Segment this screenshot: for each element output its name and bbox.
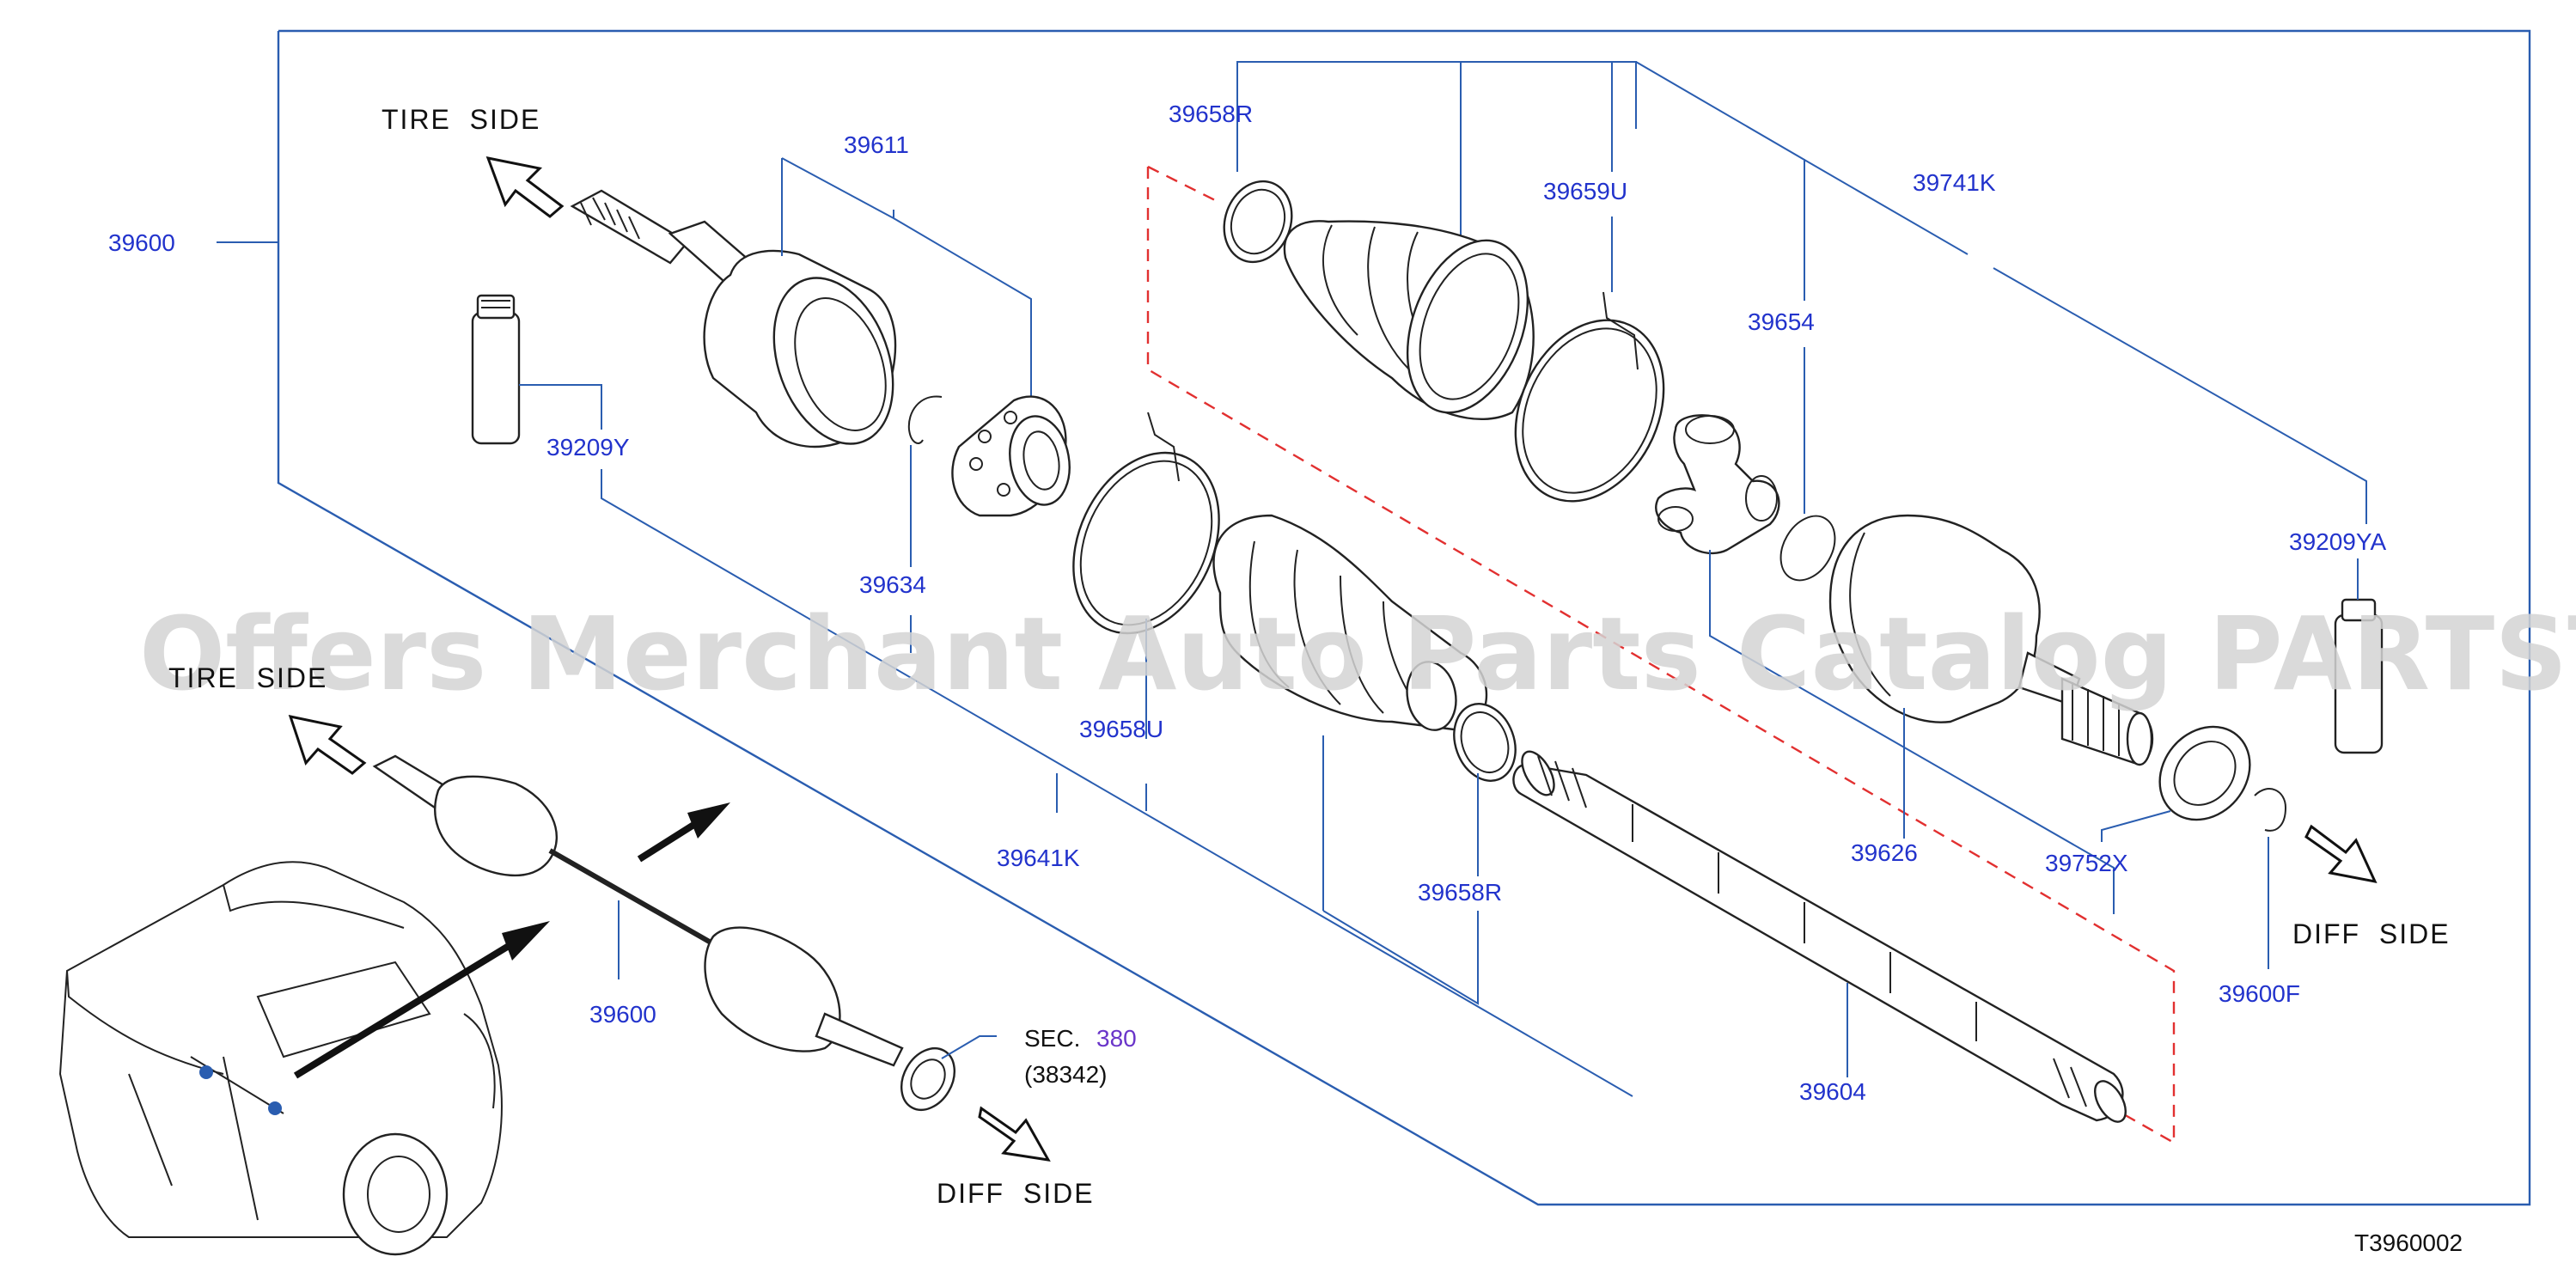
part-label-39600-vehicle: 39600 xyxy=(589,1001,656,1028)
grease-tube-39209Y xyxy=(471,294,521,445)
part-label-39659U: 39659U xyxy=(1543,178,1627,204)
diff-side-arrow-icon-right xyxy=(2304,824,2378,884)
outer-boot-39641K xyxy=(1212,514,1488,732)
tire-side-arrow-icon xyxy=(485,156,565,218)
part-label-39658U: 39658U xyxy=(1079,716,1163,742)
boot-band-39658R-bottom xyxy=(1453,703,1517,782)
boot-band-39658U xyxy=(1072,412,1220,635)
direction-arrow-icon-large xyxy=(293,921,550,1079)
grease-tube-39209YA xyxy=(2334,598,2384,754)
circlip-39600F xyxy=(2254,788,2287,832)
vehicle-illustration xyxy=(58,861,503,1256)
inner-race-ball-cage xyxy=(951,395,1071,517)
diagram-code: T3960002 xyxy=(2354,1229,2463,1256)
boot-band-ring-upper xyxy=(1514,291,1665,503)
part-label-39209YA: 39209YA xyxy=(2289,528,2386,555)
part-label-39654: 39654 xyxy=(1748,308,1815,335)
watermark: Offers Merchant Auto Parts Catalog PARTS… xyxy=(139,595,2576,713)
assembly-outline xyxy=(217,29,2531,1206)
part-label-39658R-bottom: 39658R xyxy=(1418,879,1502,906)
tire-side-arrow-icon-vehicle xyxy=(288,715,367,775)
part-label-39641K: 39641K xyxy=(997,845,1080,871)
part-label-39658R-top: 39658R xyxy=(1169,101,1253,127)
part-label-39626: 39626 xyxy=(1851,839,1918,866)
boot-band-39658R-top xyxy=(1223,180,1293,264)
oil-seal-39752X xyxy=(2158,725,2251,821)
inner-housing-39626 xyxy=(1828,514,2154,766)
tripod-joint xyxy=(1655,414,1780,555)
part-label-39741K: 39741K xyxy=(1913,169,1996,196)
part-label-39604: 39604 xyxy=(1799,1078,1866,1105)
part-label-39600F: 39600F xyxy=(2219,980,2300,1007)
part-label-39634: 39634 xyxy=(859,571,926,598)
complete-axle-39600 xyxy=(372,754,904,1067)
part-label-39600-main: 39600 xyxy=(108,229,175,256)
part-label-39209Y: 39209Y xyxy=(546,434,630,461)
outer-cv-joint-39611 xyxy=(570,189,897,448)
diff-side-arrow-icon-bottom xyxy=(978,1106,1051,1162)
part-label-39752X: 39752X xyxy=(2045,850,2128,876)
seal-sec-380 xyxy=(900,1047,956,1111)
direction-arrow-icon-small xyxy=(637,802,730,863)
shaft-subassembly-dashed-outline xyxy=(1146,167,2176,1145)
section-ref-sub: (38342) xyxy=(1024,1061,1108,1088)
section-ref-number: 380 xyxy=(1096,1025,1137,1052)
inner-boot-39659U xyxy=(1283,220,1535,420)
diff-side-label-bottom: DIFF SIDE xyxy=(937,1178,1095,1209)
circlip-39634 xyxy=(907,395,943,444)
shaft-39604 xyxy=(1512,750,2127,1123)
snap-ring-39654 xyxy=(1779,515,1836,582)
diff-side-label-right: DIFF SIDE xyxy=(2292,918,2451,949)
tire-side-label-vehicle: TIRE SIDE xyxy=(168,662,327,693)
part-label-39611: 39611 xyxy=(844,131,909,158)
section-ref-prefix: SEC. xyxy=(1024,1025,1080,1052)
tire-side-label-top: TIRE SIDE xyxy=(382,104,540,135)
